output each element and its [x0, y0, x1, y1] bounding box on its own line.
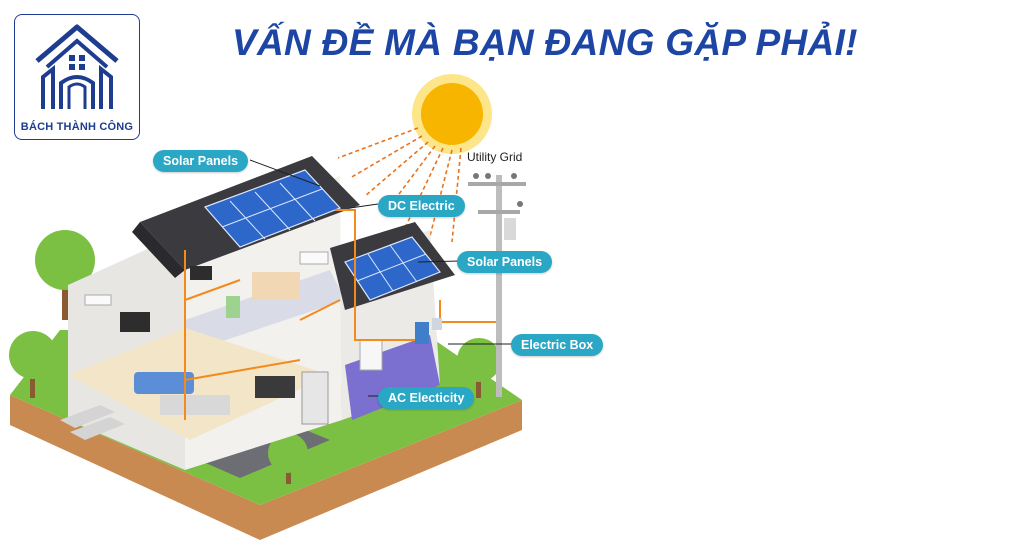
solar-house-illustration [9, 74, 526, 540]
stove-icon [255, 376, 295, 398]
bed-icon [252, 272, 300, 300]
ac-unit-icon [299, 251, 329, 265]
label-ac-electricity: AC Electicity [378, 387, 475, 409]
sun-icon [412, 74, 492, 154]
label-electric-box: Electric Box [511, 334, 604, 356]
tree-right-icon [457, 338, 501, 398]
tv-icon [120, 312, 150, 332]
soil-base [10, 395, 522, 540]
main-solar-panel-array [203, 169, 342, 248]
electric-box-icon [415, 322, 429, 344]
chair-icon [226, 296, 240, 318]
meter-icon [432, 318, 442, 330]
utility-pole-icon [468, 173, 526, 397]
tree-front-icon [268, 433, 308, 484]
stairs [60, 405, 125, 440]
fridge-icon [301, 371, 329, 425]
brand-logo: BÁCH THÀNH CÔNG [14, 14, 140, 140]
label-dc-electric: DC Electric [378, 195, 465, 217]
upper-floor [185, 270, 345, 352]
tree-left-icon [9, 331, 57, 398]
house-logo-icon [35, 24, 119, 109]
label-utility-grid: Utility Grid [467, 150, 523, 164]
washer-icon [359, 339, 383, 371]
brand-name: BÁCH THÀNH CÔNG [20, 121, 134, 133]
annex-solar-panel-array [344, 236, 441, 301]
label-solar-panels-main: Solar Panels [153, 150, 249, 172]
sofa-icon [134, 372, 194, 394]
tree-left-top-icon [35, 230, 95, 320]
label-solar-panels-annex: Solar Panels [457, 251, 553, 273]
page-headline: VẤN ĐỀ MÀ BẠN ĐANG GẶP PHẢI! [232, 22, 858, 63]
ground-floor [68, 328, 330, 440]
kitchen-counter [160, 395, 230, 415]
annex-floor [345, 335, 440, 420]
monitor-icon [190, 266, 212, 280]
ac-unit-lower-icon [84, 294, 112, 306]
